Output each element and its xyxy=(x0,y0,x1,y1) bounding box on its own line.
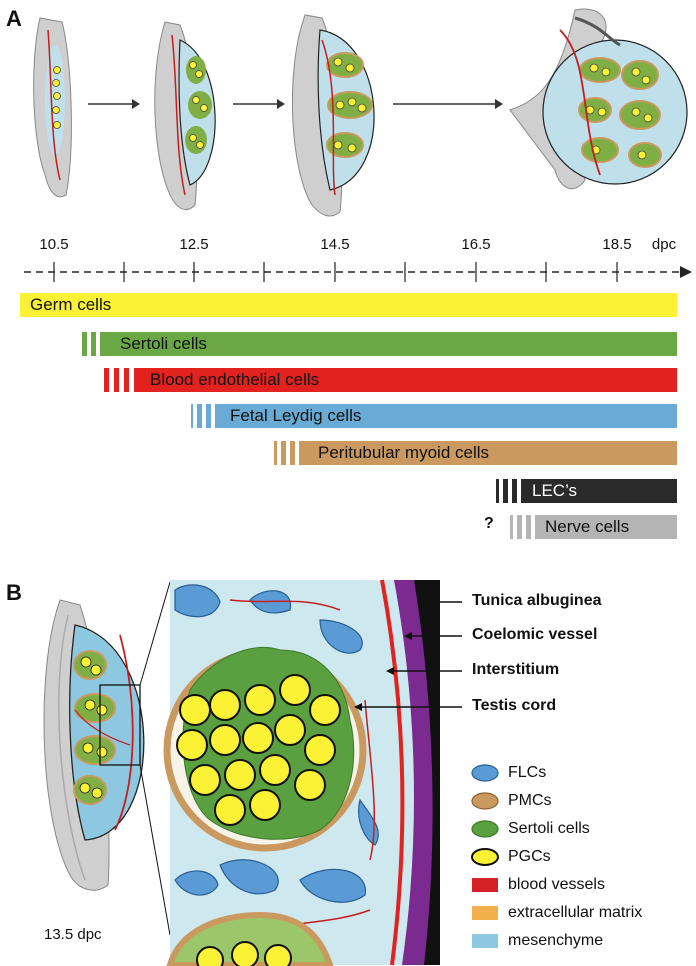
gonad-stage-3 xyxy=(291,14,375,217)
bar-stripe xyxy=(496,479,499,503)
callout-testis-cord: Testis cord xyxy=(472,697,557,714)
unknown-onset-marker: ? xyxy=(484,515,494,532)
bar-label: Germ cells xyxy=(30,295,112,314)
mesenchyme-swatch-icon xyxy=(472,934,498,948)
gonad-development-illustrations xyxy=(33,8,688,217)
bar-label: Peritubular myoid cells xyxy=(318,443,490,462)
legend-item-pmcs: PMCs xyxy=(470,790,552,812)
bar-stripe xyxy=(517,515,522,539)
bar-label: Nerve cells xyxy=(545,517,630,536)
bar-stripe xyxy=(197,404,202,428)
legend-item-extracellular-matrix: extracellular matrix xyxy=(470,902,642,924)
callout-coelomic-vessel: Coelomic vessel xyxy=(472,626,598,643)
bar-label: Fetal Leydig cells xyxy=(230,406,362,425)
legend-item-sertoli-cells: Sertoli cells xyxy=(470,818,590,840)
legend-label: PGCs xyxy=(508,848,551,865)
bar-stripe xyxy=(124,368,129,392)
bar-stripe xyxy=(512,479,517,503)
panel-b-letter: B xyxy=(6,580,22,605)
tick-label: 16.5 xyxy=(461,236,491,253)
legend-item-mesenchyme: mesenchyme xyxy=(470,930,603,952)
bar-nerve-cells xyxy=(535,515,677,539)
bar-sertoli-cells xyxy=(100,332,677,356)
gonad-stage-1 xyxy=(33,17,72,198)
bar-stripe xyxy=(503,479,508,503)
bar-stripe xyxy=(510,515,513,539)
bar-blood-endothelial-cells xyxy=(134,368,677,392)
bar-stripe xyxy=(281,441,286,465)
gonad-stage-4 xyxy=(509,8,688,190)
pgc-swatch-icon xyxy=(471,848,499,866)
legend-label: PMCs xyxy=(508,792,552,809)
tick-label: 10.5 xyxy=(39,236,69,253)
callout-interstitium: Interstitium xyxy=(472,661,560,678)
panel-a-letter: A xyxy=(6,6,22,31)
bar-lecs xyxy=(521,479,677,503)
pmc-swatch-icon xyxy=(471,792,499,810)
bar-peritubular-myoid-cells xyxy=(299,441,677,465)
legend-label: extracellular matrix xyxy=(508,904,643,921)
legend-label: blood vessels xyxy=(508,876,605,893)
bar-stripe xyxy=(206,404,211,428)
legend-label: mesenchyme xyxy=(508,932,604,949)
bar-stripe xyxy=(274,441,277,465)
stage-label: 13.5 dpc xyxy=(44,926,102,943)
bar-stripe xyxy=(290,441,295,465)
timeline-axis xyxy=(24,262,692,282)
legend-item-blood-vessels: blood vessels xyxy=(470,874,605,896)
tick-label: 12.5 xyxy=(179,236,209,253)
gonad-overview-illustration xyxy=(43,581,171,936)
legend-label: Sertoli cells xyxy=(508,820,590,837)
callout-tunica-albuginea: Tunica albuginea xyxy=(472,592,602,609)
bar-stripe xyxy=(191,404,193,428)
callout-arrows xyxy=(354,598,462,711)
legend-item-pgcs: PGCs xyxy=(470,846,551,868)
bar-stripe xyxy=(104,368,109,392)
timeline-unit: dpc xyxy=(651,236,677,253)
bar-label: LEC’s xyxy=(532,481,578,500)
bar-fetal-leydig-cells xyxy=(215,404,677,428)
tick-label: 14.5 xyxy=(320,236,350,253)
bar-stripe xyxy=(526,515,531,539)
bar-label: Blood endothelial cells xyxy=(150,370,320,389)
bar-stripe xyxy=(91,332,96,356)
sertoli-swatch-icon xyxy=(471,820,499,838)
blood-vessel-swatch-icon xyxy=(472,878,498,892)
bar-germ-cells xyxy=(20,293,677,317)
tick-label: 18.5 xyxy=(602,236,632,253)
gonad-stage-2 xyxy=(154,21,216,210)
bar-stripe xyxy=(82,332,87,356)
testis-cord-magnified xyxy=(163,579,440,966)
ecm-swatch-icon xyxy=(472,906,498,920)
legend-label: FLCs xyxy=(508,764,547,781)
legend-item-flcs: FLCs xyxy=(470,762,546,784)
bar-stripe xyxy=(114,368,119,392)
bar-label: Sertoli cells xyxy=(120,334,207,353)
flc-swatch-icon xyxy=(471,764,499,782)
